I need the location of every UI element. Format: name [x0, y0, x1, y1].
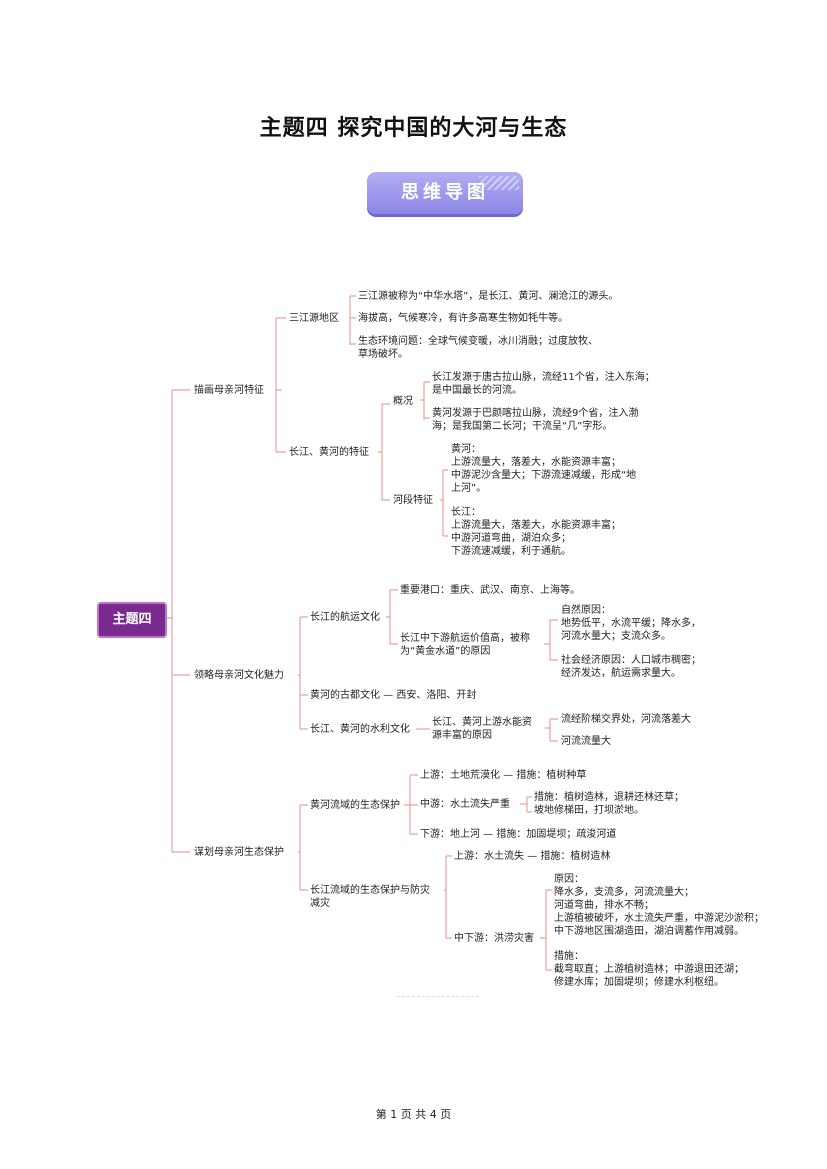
leaf-yr-middle-measure-1: 措施：植树造林，退耕还林还草； — [534, 792, 684, 803]
node-yellow-river-eco: 黄河流域的生态保护 — [310, 800, 400, 811]
page-footer: 第 1 页 共 4 页 — [375, 1108, 452, 1121]
leaf-hydro-1: 流经阶梯交界处，河流落差大 — [561, 714, 691, 725]
mind-map-badge: 思维导图 — [367, 172, 523, 214]
leaf-overview-1: 长江发源于唐古拉山脉，流经11个省，注入东海； — [432, 372, 655, 383]
node-shipping-culture: 长江的航运文化 — [310, 612, 380, 623]
leaf-yz-measure-2: 截弯取直；上游植树造林；中游退田还湖； — [554, 964, 744, 975]
branch-label-features: 描画母亲河特征 — [194, 385, 264, 396]
leaf-sanjiang-2: 海拔高，气候寒冷，有许多高寒生物如牦牛等。 — [358, 313, 568, 324]
leaf-sanjiang-3b: 草场破坏。 — [358, 349, 408, 360]
leaf-huanghe-1: 黄河： — [451, 444, 481, 455]
root-node: 主题四 — [97, 602, 167, 638]
leaf-yz-midlower: 中下游：洪涝灾害 — [454, 933, 534, 944]
badge-stripes-decoration — [479, 176, 519, 190]
leaf-golden-waterway-1: 长江中下游航运价值高，被称 — [400, 633, 530, 644]
node-yangtze-eco-2: 减灾 — [310, 898, 330, 909]
leaf-yz-cause-2: 降水多，支流多，河流流量大； — [554, 887, 694, 898]
node-section-features: 河段特征 — [393, 495, 433, 506]
badge-label: 思维导图 — [401, 182, 489, 203]
leaf-yr-lower: 下游：地上河 — 措施：加固堤坝；疏浚河道 — [420, 829, 617, 840]
leaf-sanjiang-3a: 生态环境问题：全球气候变暖，冰川消融；过度放牧、 — [358, 336, 598, 347]
leaf-huanghe-3: 中游泥沙含量大；下游流速减缓，形成“地 — [451, 470, 637, 481]
leaf-ports: 重要港口：重庆、武汉、南京、上海等。 — [400, 585, 580, 596]
leaf-overview-2: 是中国最长的河流。 — [432, 385, 522, 396]
node-rivers-features: 长江、黄河的特征 — [289, 447, 369, 458]
node-overview: 概况 — [393, 396, 413, 407]
leaf-yr-upper: 上游：土地荒漠化 — 措施：植树种草 — [420, 770, 587, 781]
node-yangtze-eco-1: 长江流域的生态保护与防灾 — [310, 885, 430, 896]
node-water-culture: 长江、黄河的水利文化 — [310, 724, 410, 735]
branch-label-culture: 领略母亲河文化魅力 — [194, 670, 284, 681]
leaf-hydro-reason-2: 源丰富的原因 — [432, 730, 492, 741]
leaf-hydro-2: 河流流量大 — [561, 736, 611, 747]
leaf-social-2: 经济发达，航运需求量大。 — [561, 668, 681, 679]
leaf-changjiang-2: 上游流量大，落差大，水能资源丰富； — [451, 520, 621, 531]
leaf-huanghe-4: 上河”。 — [451, 483, 487, 494]
leaf-social-1: 社会经济原因：人口城市稠密； — [561, 655, 701, 666]
leaf-changjiang-4: 下游流速减缓，利于通航。 — [451, 546, 571, 557]
page-title: 主题四 探究中国的大河与生态 — [259, 116, 568, 141]
leaf-yz-cause-4: 上游植被破坏，水土流失严重，中游泥沙淤积； — [554, 913, 764, 924]
leaf-hydro-reason-1: 长江、黄河上游水能资 — [432, 717, 532, 728]
leaf-yr-middle: 中游：水土流失严重 — [420, 799, 510, 810]
leaf-natural-3: 河流水量大；支流众多。 — [561, 631, 671, 642]
node-ancient-capitals: 黄河的古都文化 — 西安、洛阳、开封 — [310, 690, 477, 701]
leaf-yr-middle-measure-2: 坡地修梯田，打坝淤地。 — [534, 805, 644, 816]
leaf-changjiang-1: 长江： — [451, 507, 481, 518]
leaf-natural-1: 自然原因： — [561, 605, 611, 616]
leaf-yz-cause-3: 河道弯曲，排水不畅； — [554, 900, 654, 911]
branch-label-protection: 谋划母亲河生态保护 — [194, 847, 284, 858]
leaf-yz-measure-3: 修建水库；加固堤坝；修建水利枢纽。 — [554, 977, 724, 988]
node-sanjiangyuan: 三江源地区 — [289, 313, 339, 324]
faint-divider — [397, 996, 479, 997]
leaf-golden-waterway-2: 为“黄金水道”的原因 — [400, 646, 491, 657]
leaf-huanghe-2: 上游流量大，落差大，水能资源丰富； — [451, 457, 621, 468]
leaf-natural-2: 地势低平，水流平缓；降水多， — [561, 618, 701, 629]
leaf-changjiang-3: 中游河道弯曲，湖泊众多； — [451, 533, 571, 544]
leaf-yz-upper: 上游：水土流失 — 措施：植树造林 — [454, 851, 611, 862]
leaf-overview-4: 海；是我国第二长河；干流呈“几”字形。 — [432, 421, 613, 432]
leaf-yz-cause-5: 中下游地区围湖造田，湖泊调蓄作用减弱。 — [554, 926, 744, 937]
leaf-yz-measure-1: 措施： — [554, 951, 584, 962]
leaf-overview-3: 黄河发源于巴颜喀拉山脉，流经9个省，注入渤 — [432, 408, 639, 419]
leaf-yz-cause-1: 原因： — [554, 874, 584, 885]
leaf-sanjiang-1: 三江源被称为“中华水塔”，是长江、黄河、澜沧江的源头。 — [358, 291, 619, 302]
